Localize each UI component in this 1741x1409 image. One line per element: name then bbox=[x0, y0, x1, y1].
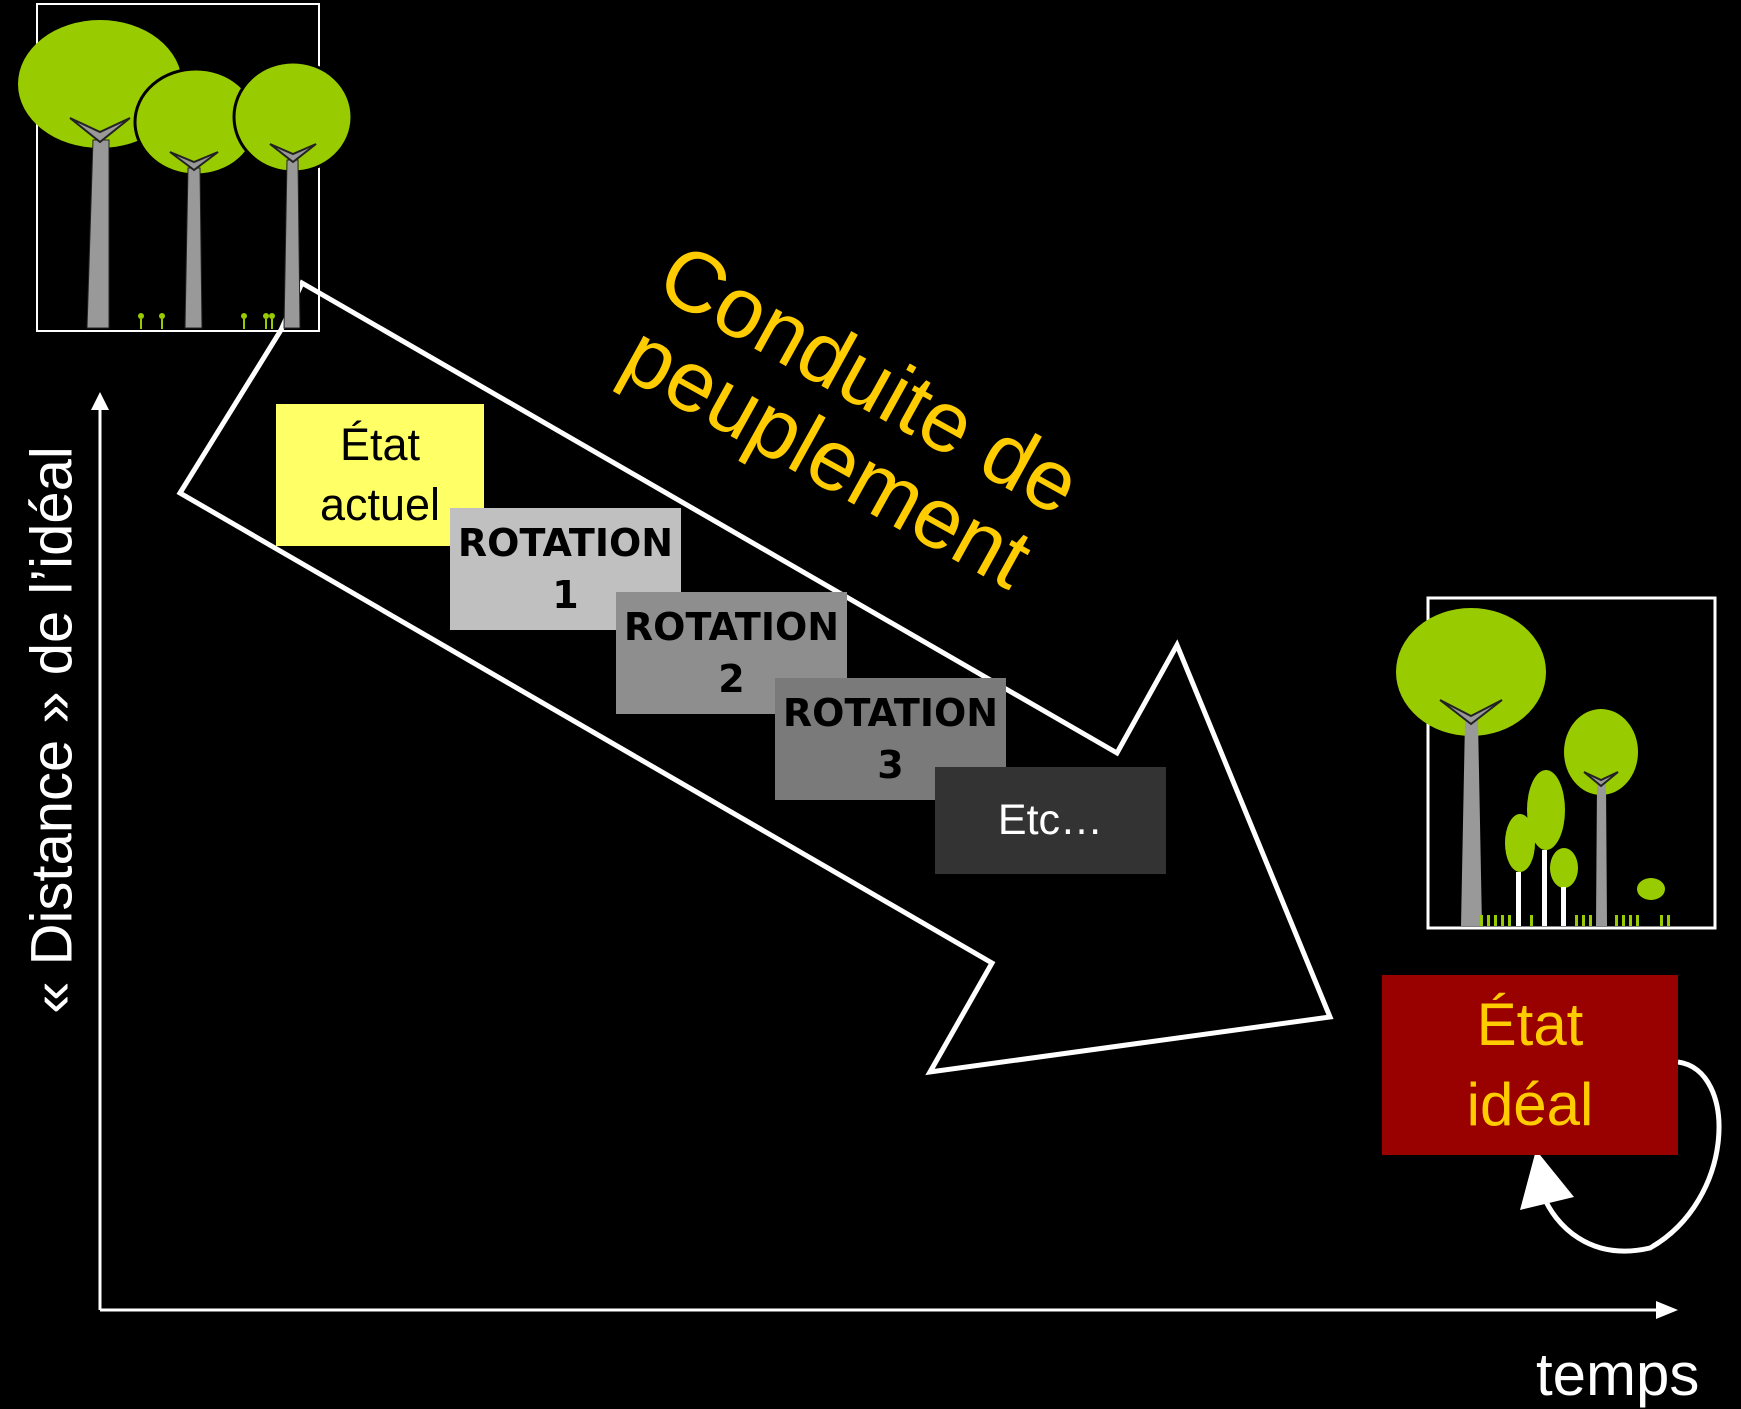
ideal-state-box: État idéal bbox=[1382, 975, 1678, 1155]
etc-box: Etc… bbox=[935, 767, 1166, 874]
current-state-box: État actuel bbox=[276, 404, 484, 546]
current-state-line-2: actuel bbox=[319, 479, 441, 530]
current-state-line-1: État bbox=[339, 419, 421, 470]
ideal-state-line-2: idéal bbox=[1466, 1071, 1594, 1138]
ideal-state-line-1: État bbox=[1476, 991, 1584, 1058]
etc-label: Etc… bbox=[997, 796, 1104, 844]
rotation-2-number: 2 bbox=[718, 657, 745, 701]
y-axis-arrowhead bbox=[91, 392, 109, 410]
rotation-3-box: ROTATION 3 bbox=[775, 678, 1006, 800]
x-axis-arrowhead bbox=[1656, 1301, 1678, 1319]
rotation-2-label: ROTATION bbox=[623, 605, 840, 649]
y-axis-label: « Distance » de l’idéal bbox=[19, 446, 85, 1014]
big-diagonal-arrow bbox=[176, 279, 1334, 1076]
x-axis-label: temps bbox=[1536, 1341, 1700, 1408]
rotation-1-box: ROTATION 1 bbox=[450, 508, 681, 630]
even-aged-forest-icon bbox=[18, 3, 354, 332]
rotation-1-number: 1 bbox=[552, 573, 579, 617]
rotation-3-number: 3 bbox=[877, 743, 904, 787]
loop-arrow-icon bbox=[1520, 1059, 1722, 1254]
rotation-3-label: ROTATION bbox=[782, 691, 999, 735]
rotation-1-label: ROTATION bbox=[457, 521, 674, 565]
uneven-aged-forest-icon bbox=[1396, 596, 1717, 930]
